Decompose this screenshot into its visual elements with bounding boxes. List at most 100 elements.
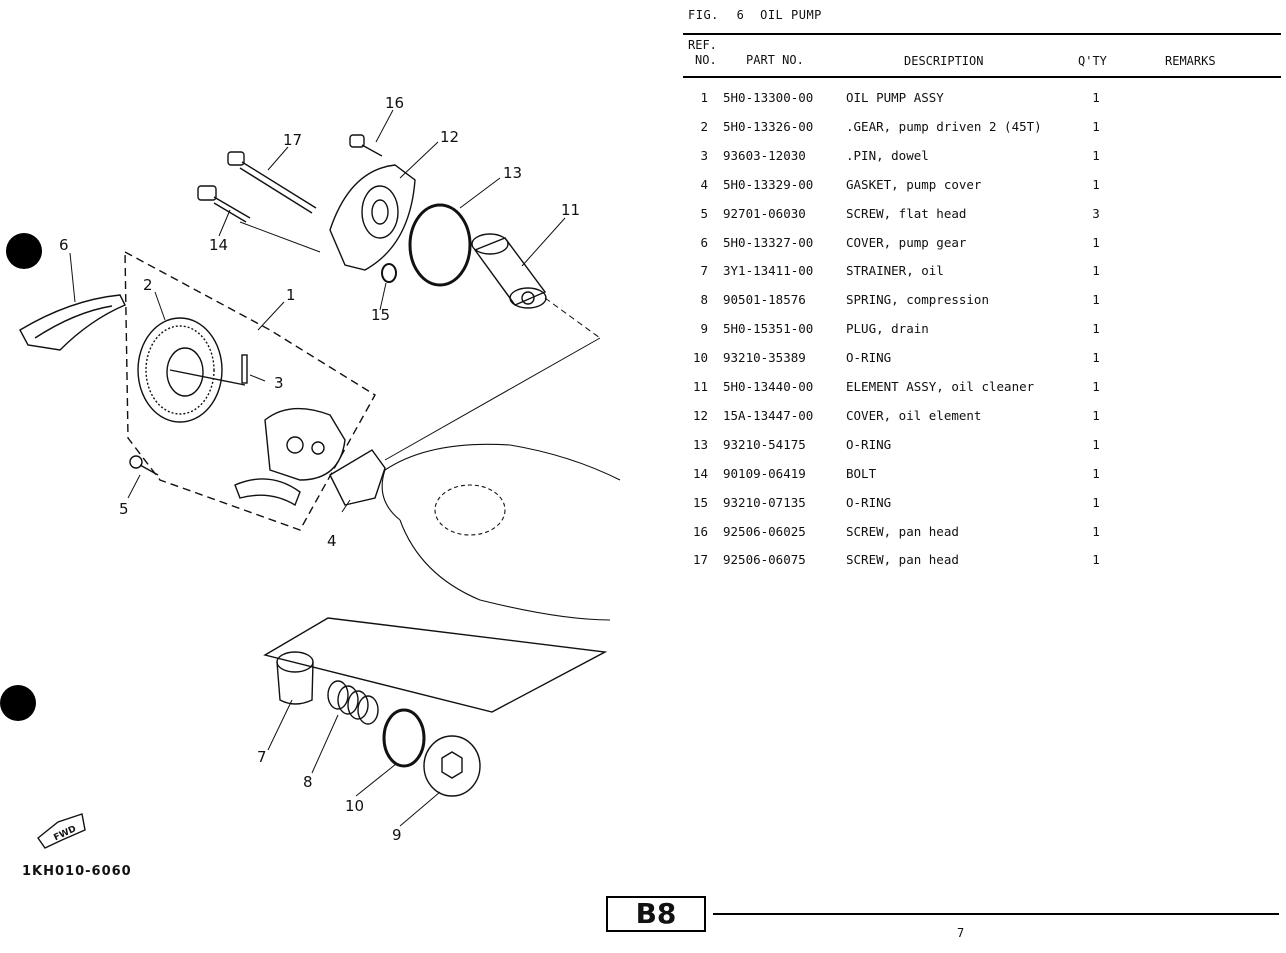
- o-ring-10-part: [382, 708, 426, 768]
- description-cell: OIL PUMP ASSY: [846, 90, 944, 105]
- ref-cell: 12: [692, 407, 708, 423]
- exploded-diagram: 1 2 3 4 5 6 7 8 9 10 11 12 13 14 15 16 1…: [19, 94, 621, 849]
- table-row: 16 92506-06025 SCREW, pan head 1: [688, 524, 1248, 546]
- spring-part: [327, 680, 379, 725]
- figure-number: 6: [736, 8, 745, 22]
- description-cell: .GEAR, pump driven 2 (45T): [846, 118, 1042, 134]
- part-no-cell: 5H0-13327-00: [723, 234, 814, 250]
- callout-16: 16: [385, 94, 404, 112]
- qty-cell: 1: [1092, 321, 1100, 337]
- callout-3: 3: [274, 374, 284, 392]
- part-no-cell: 93210-54175: [723, 436, 806, 452]
- ref-cell: 1: [700, 90, 708, 105]
- ref-cell: 15: [692, 494, 708, 510]
- callout-17: 17: [283, 131, 302, 149]
- qty-cell: 3: [1092, 205, 1100, 221]
- header-part-no: PART NO.: [746, 53, 804, 67]
- header-remarks: REMARKS: [1165, 54, 1216, 68]
- part-no-cell: 5H0-15351-00: [723, 321, 814, 337]
- ref-cell: 9: [700, 321, 708, 337]
- description-cell: O-RING: [846, 494, 892, 510]
- qty-cell: 1: [1092, 465, 1100, 481]
- description-cell: SCREW, pan head: [846, 552, 959, 568]
- part-no-cell: 92506-06025: [723, 523, 806, 539]
- part-no-cell: 92506-06075: [723, 552, 806, 568]
- part-no-cell: 90501-18576: [723, 292, 806, 308]
- qty-cell: 1: [1092, 350, 1100, 366]
- qty-cell: 1: [1092, 147, 1100, 163]
- footer-rule: [713, 913, 1279, 915]
- o-ring-15-part: [381, 263, 397, 283]
- ref-cell: 3: [700, 147, 708, 163]
- callout-4: 4: [327, 532, 337, 550]
- part-no-cell: 93210-35389: [723, 350, 806, 366]
- oil-filter-element-part: [471, 233, 547, 309]
- figure-name: OIL PUMP: [760, 8, 822, 22]
- screw-17-part: [227, 151, 317, 214]
- ref-cell: 5: [700, 205, 708, 221]
- description-cell: SCREW, pan head: [846, 523, 959, 539]
- pump-cover-part: [19, 294, 126, 351]
- callout-12: 12: [440, 128, 459, 146]
- qty-cell: 1: [1092, 176, 1100, 192]
- crankcase-outline: [381, 443, 621, 621]
- part-no-cell: 5H0-13329-00: [723, 176, 814, 192]
- qty-cell: 1: [1092, 90, 1100, 105]
- qty-cell: 1: [1092, 263, 1100, 279]
- ref-cell: 4: [700, 176, 708, 192]
- callout-2: 2: [143, 276, 153, 294]
- description-cell: SCREW, flat head: [846, 205, 967, 221]
- ref-cell: 2: [700, 118, 708, 134]
- description-cell: O-RING: [846, 436, 892, 452]
- description-cell: .PIN, dowel: [846, 147, 929, 163]
- qty-cell: 1: [1092, 436, 1100, 452]
- description-cell: BOLT: [846, 465, 877, 481]
- part-no-cell: 5H0-13326-00: [723, 118, 814, 134]
- header-qty: Q'TY: [1078, 54, 1107, 68]
- qty-cell: 1: [1092, 379, 1100, 394]
- ref-cell: 8: [700, 292, 708, 308]
- callout-15: 15: [371, 306, 390, 324]
- assembly-dashed-box: [124, 250, 376, 531]
- pump-body-part: [234, 407, 346, 507]
- header-ref: REF. NO.: [688, 38, 717, 68]
- callout-1: 1: [286, 286, 296, 304]
- ref-cell: 17: [692, 552, 708, 568]
- part-no-cell: 15A-13447-00: [723, 407, 814, 423]
- strainer-assembly-box: [263, 617, 608, 713]
- gasket-part: [329, 449, 386, 506]
- qty-cell: 1: [1092, 292, 1100, 308]
- drain-plug-part: [423, 735, 481, 797]
- fwd-label: FWD: [52, 824, 78, 843]
- leader-lines: [69, 109, 601, 827]
- header-description: DESCRIPTION: [904, 54, 984, 68]
- table-row: 5 92701-06030 SCREW, flat head 3: [688, 206, 1248, 228]
- page-number: 7: [957, 926, 965, 940]
- punch-hole-bottom: [0, 685, 36, 721]
- o-ring-13-part: [408, 203, 472, 287]
- table-top-rule: [683, 33, 1281, 35]
- bolt-14-part: [197, 185, 251, 223]
- part-no-cell: 92701-06030: [723, 205, 806, 221]
- description-cell: STRAINER, oil: [846, 263, 944, 279]
- dowel-pin-part: [241, 354, 248, 384]
- punch-hole-top: [6, 233, 42, 269]
- qty-cell: 1: [1092, 494, 1100, 510]
- callout-11: 11: [561, 201, 580, 219]
- header-ref-line1: REF.: [688, 38, 717, 52]
- header-ref-line2: NO.: [695, 53, 717, 67]
- ref-cell: 11: [692, 379, 708, 394]
- qty-cell: 1: [1092, 523, 1100, 539]
- oil-element-cover-part: [329, 164, 416, 271]
- callout-8: 8: [303, 773, 313, 791]
- pump-cover-rim: [34, 305, 113, 339]
- section-badge: B8: [606, 896, 706, 932]
- ref-cell: 16: [692, 523, 708, 539]
- description-cell: O-RING: [846, 350, 892, 366]
